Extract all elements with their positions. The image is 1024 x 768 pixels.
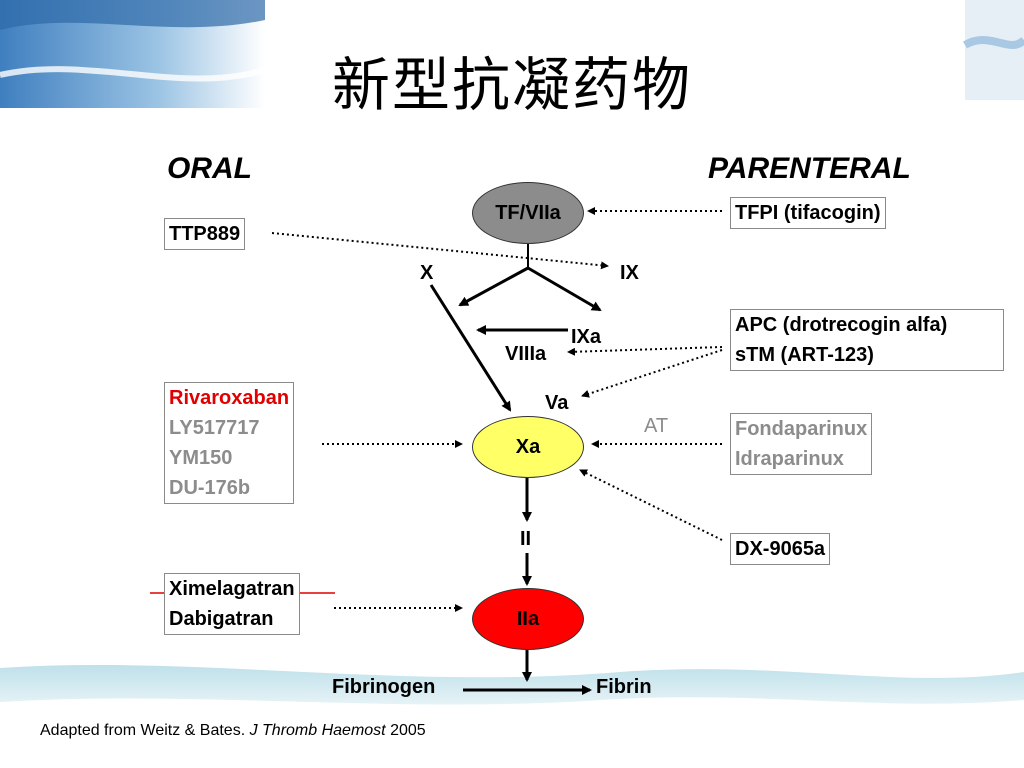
dx9065a-label: DX-9065a bbox=[735, 538, 826, 560]
ximelagatran-label: Ximelagatran bbox=[169, 578, 295, 600]
rivaroxaban-label: Rivaroxaban bbox=[169, 387, 290, 409]
x-label: X bbox=[420, 262, 434, 284]
apc-label: APC (drotrecogin alfa) bbox=[735, 314, 948, 336]
va-label: Va bbox=[545, 392, 569, 414]
tf-to-ix-arrow bbox=[527, 266, 602, 312]
apc-stm-box: APC (drotrecogin alfa) sTM (ART-123) bbox=[730, 309, 1004, 371]
oral-header: ORAL bbox=[167, 152, 252, 185]
iia-label: IIa bbox=[516, 607, 540, 630]
at-label: AT bbox=[644, 415, 669, 437]
citation-prefix: Adapted from Weitz & Bates. bbox=[40, 722, 250, 739]
xa-label: Xa bbox=[515, 435, 541, 458]
footer-wave bbox=[0, 665, 1024, 705]
fibrinogen-label: Fibrinogen bbox=[332, 676, 436, 698]
indirect-xa-box: Fondaparinux Idraparinux bbox=[730, 413, 873, 475]
header-banner bbox=[0, 0, 1024, 108]
tfpi-label: TFPI (tifacogin) bbox=[735, 202, 881, 224]
ly517717-label: LY517717 bbox=[169, 417, 260, 439]
tf-viia-node: TF/VIIa bbox=[472, 182, 584, 244]
apc-to-viiia-arrow bbox=[567, 346, 723, 356]
oral-xa-inhibitors-box: Rivaroxaban LY517717 YM150 DU-176b bbox=[164, 382, 295, 504]
tf-viia-label: TF/VIIa bbox=[495, 201, 561, 224]
dabigatran-label: Dabigatran bbox=[169, 608, 274, 630]
ttp889-box: TTP889 bbox=[164, 218, 246, 250]
idraparinux-label: Idraparinux bbox=[735, 448, 844, 470]
fondaparinux-label: Fondaparinux bbox=[735, 418, 868, 440]
ym150-label: YM150 bbox=[169, 447, 233, 469]
ix-label: IX bbox=[620, 262, 639, 284]
ii-label: II bbox=[520, 528, 532, 550]
citation-year: 2005 bbox=[385, 722, 426, 739]
tf-to-x-arrow bbox=[458, 266, 529, 307]
ttp889-label: TTP889 bbox=[169, 223, 241, 245]
viiia-label: VIIIa bbox=[505, 343, 547, 365]
apc-to-va-arrow bbox=[581, 349, 723, 398]
parenteral-header: PARENTERAL bbox=[708, 152, 911, 185]
iia-node: IIa bbox=[472, 588, 584, 650]
fibrin-label: Fibrin bbox=[596, 676, 652, 698]
du176b-label: DU-176b bbox=[169, 477, 251, 499]
tfpi-box: TFPI (tifacogin) bbox=[730, 197, 886, 229]
page-title: 新型抗凝药物 bbox=[331, 51, 692, 119]
ttp889-inhibition-arrow bbox=[271, 232, 609, 270]
oral-thrombin-inhibitors-box: Ximelagatran Dabigatran bbox=[164, 573, 300, 635]
dx9065a-box: DX-9065a bbox=[730, 533, 831, 565]
stm-label: sTM (ART-123) bbox=[735, 344, 874, 366]
citation-journal: J Thromb Haemost bbox=[249, 722, 386, 739]
dx-inhibition-arrow bbox=[579, 469, 723, 541]
ixa-label: IXa bbox=[571, 326, 602, 348]
x-to-xa-arrow bbox=[429, 284, 512, 412]
xa-node: Xa bbox=[472, 416, 584, 478]
citation-footnote: Adapted from Weitz & Bates. J Thromb Hae… bbox=[40, 722, 426, 740]
